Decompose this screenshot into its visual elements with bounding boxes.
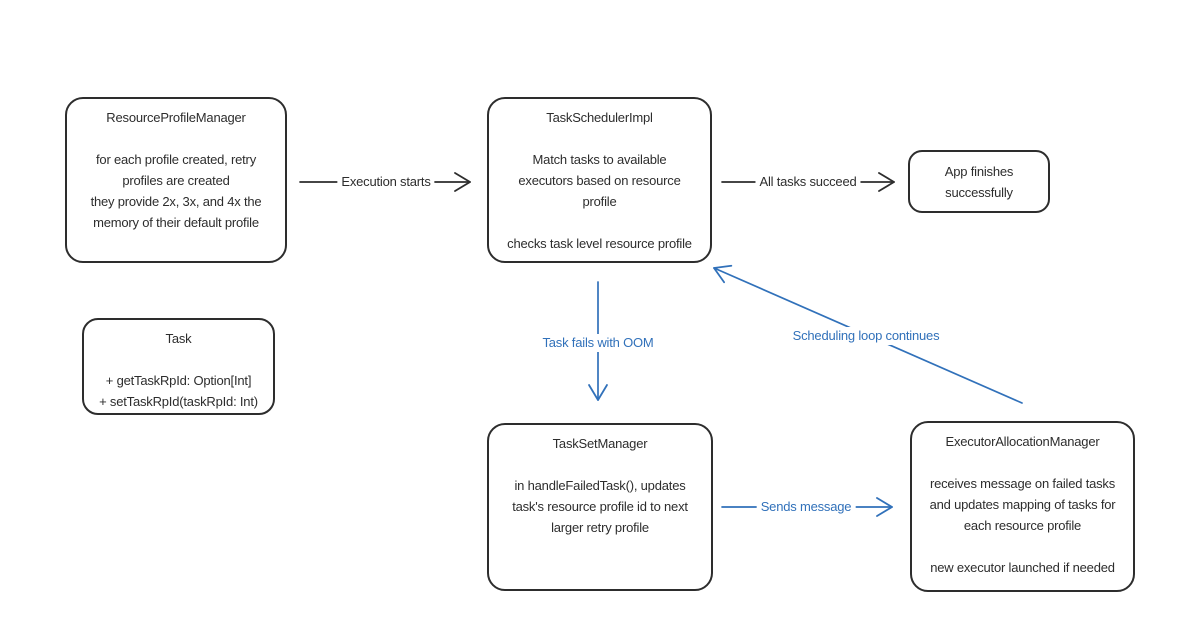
node-title: TaskSetManager bbox=[552, 436, 648, 451]
edge-label-all-tasks-succeed: All tasks succeed bbox=[755, 173, 861, 191]
node-footer: new executor launched if needed bbox=[930, 560, 1115, 575]
edge-label-scheduling-loop: Scheduling loop continues bbox=[788, 327, 944, 345]
node-task-scheduler-impl: TaskSchedulerImpl Match tasks to availab… bbox=[487, 97, 712, 263]
node-resource-profile-manager: ResourceProfileManager for each profile … bbox=[65, 97, 287, 263]
edge-label-task-fails-oom: Task fails with OOM bbox=[538, 334, 658, 352]
node-title: ResourceProfileManager bbox=[106, 110, 246, 125]
node-footer: checks task level resource profile bbox=[507, 236, 692, 251]
node-body: in handleFailedTask(), updates task's re… bbox=[512, 478, 688, 535]
node-task-set-manager: TaskSetManager in handleFailedTask(), up… bbox=[487, 423, 713, 591]
node-title: App finishes successfully bbox=[944, 163, 1014, 200]
node-body: for each profile created, retry profiles… bbox=[90, 152, 262, 230]
node-executor-allocation-manager: ExecutorAllocationManager receives messa… bbox=[910, 421, 1135, 592]
node-title: ExecutorAllocationManager bbox=[945, 434, 1100, 449]
node-title: Task bbox=[165, 331, 192, 346]
edge-label-sends-message: Sends message bbox=[756, 498, 856, 516]
node-title: TaskSchedulerImpl bbox=[546, 110, 653, 125]
node-body: receives message on failed tasks and upd… bbox=[929, 476, 1116, 533]
node-body: + getTaskRpId: Option[Int] + setTaskRpId… bbox=[99, 373, 258, 409]
node-app-finishes: App finishes successfully bbox=[908, 150, 1050, 213]
edge-label-execution-starts: Execution starts bbox=[337, 173, 435, 191]
node-body: Match tasks to available executors based… bbox=[518, 152, 681, 209]
node-task: Task + getTaskRpId: Option[Int] + setTas… bbox=[82, 318, 275, 415]
